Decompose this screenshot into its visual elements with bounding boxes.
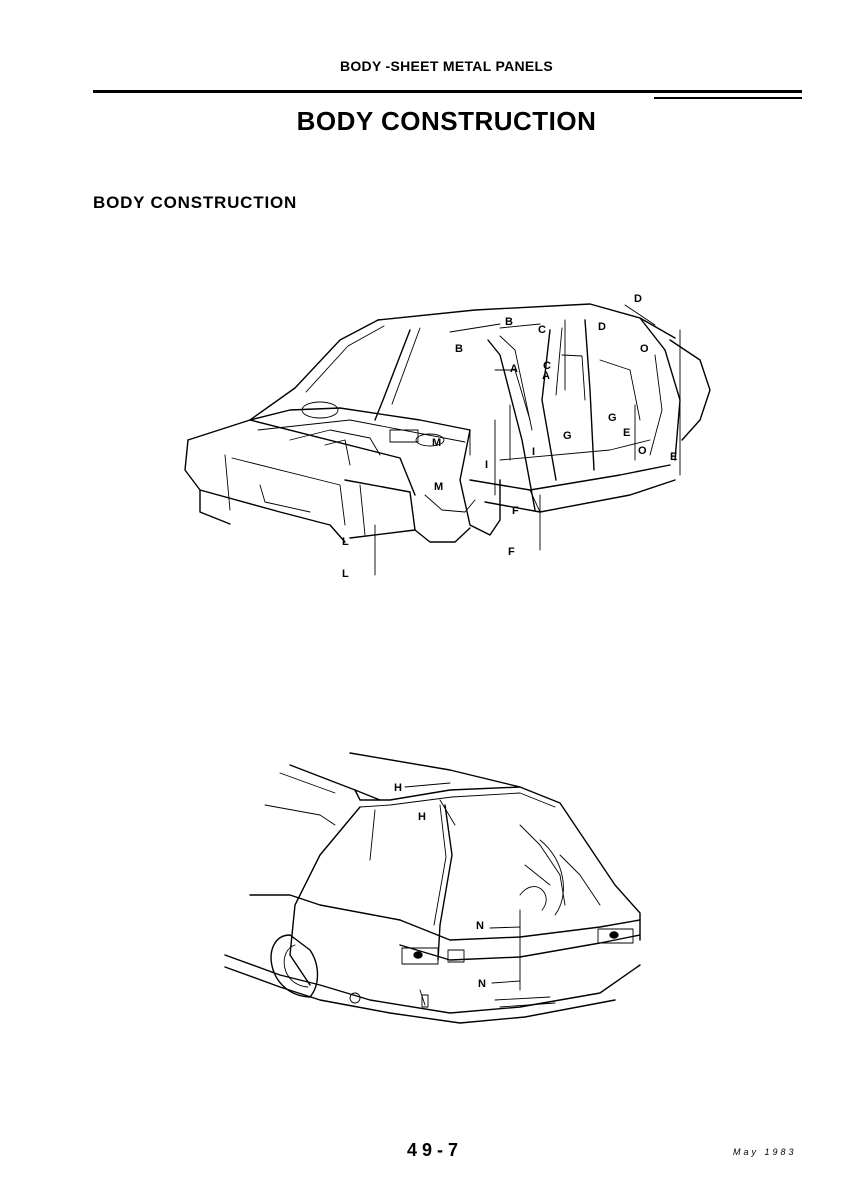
callout-label-l: M: [434, 481, 443, 493]
callout-label-l: M: [432, 437, 441, 449]
callout-label-b: C: [543, 360, 551, 372]
publication-date: May 1983: [733, 1147, 797, 1157]
callout-label-c: D: [634, 293, 642, 305]
callout-label-h: H: [418, 811, 426, 823]
front-figure-svg: B B C C D D O O A A G G E E I I M M F F …: [184, 293, 711, 580]
callout-label-n: N: [476, 920, 484, 932]
header-rule: [93, 90, 802, 93]
page-number: 49-7: [407, 1140, 464, 1160]
callout-label-f: G: [608, 412, 617, 424]
page-title: BODY CONSTRUCTION: [296, 106, 597, 136]
section-heading: BODY CONSTRUCTION: [93, 193, 298, 212]
callout-label-f: G: [563, 430, 572, 442]
body-shell-rear-illustration: H H N N: [220, 745, 650, 1045]
callout-label-e: A: [542, 370, 550, 382]
header-rule-secondary: [654, 97, 802, 99]
callout-label-c: D: [598, 321, 606, 333]
callout-label-g: E: [623, 427, 630, 439]
callout-label-d: O: [640, 343, 649, 355]
callout-label-m: F: [508, 546, 515, 558]
callout-label-i: I: [532, 446, 535, 458]
body-shell-front-illustration: B B C C D D O O A A G G E E I I M M F F …: [170, 280, 720, 590]
callout-label-b: C: [538, 324, 546, 336]
callout-label-a: B: [455, 343, 463, 355]
callout-label-e: A: [510, 363, 518, 375]
callout-label-d: O: [638, 445, 647, 457]
running-header: BODY -SHEET METAL PANELS: [339, 58, 554, 74]
callout-label-a: B: [505, 316, 513, 328]
callout-label-o: L: [342, 536, 349, 548]
callout-label-o: L: [342, 568, 349, 580]
callout-label-n: N: [478, 978, 486, 990]
callout-label-i: I: [485, 459, 488, 471]
rear-figure-svg: H H N N: [224, 752, 641, 1024]
callout-label-m: F: [512, 505, 519, 517]
callout-label-g: E: [670, 451, 677, 463]
callout-label-h: H: [394, 782, 402, 794]
